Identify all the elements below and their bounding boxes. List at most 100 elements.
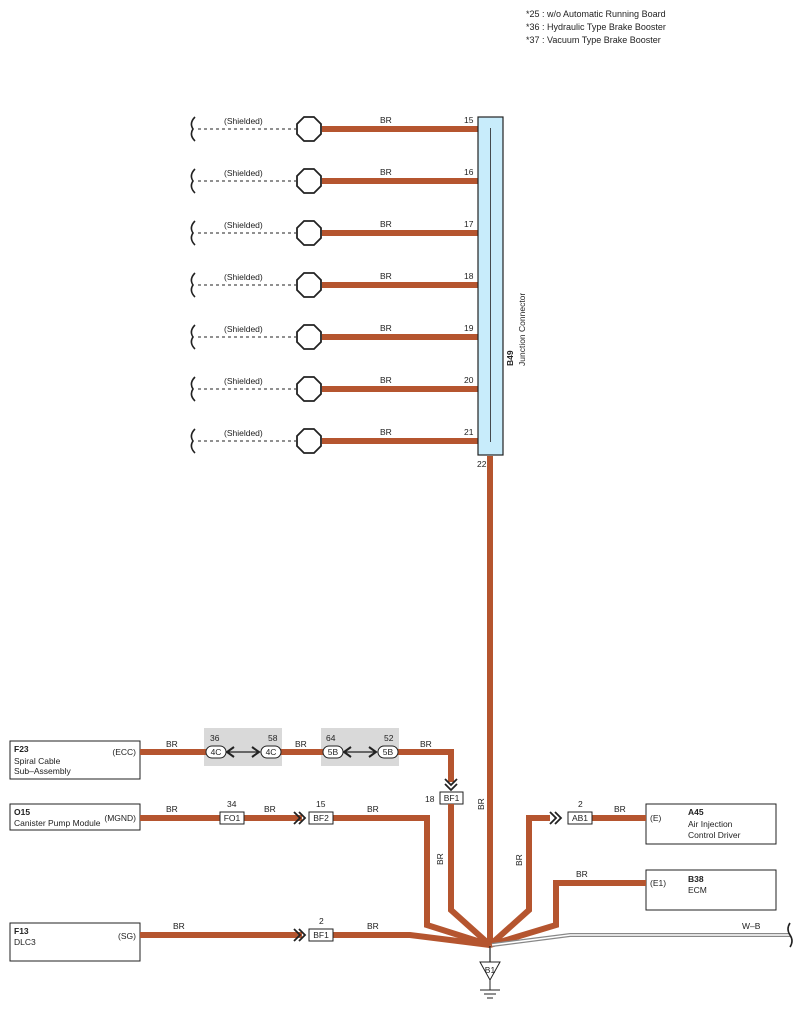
b38-circuit: BR bbox=[489, 869, 646, 948]
shielded-label: (Shielded) bbox=[224, 428, 263, 438]
svg-text:(MGND): (MGND) bbox=[104, 813, 136, 823]
svg-text:BR: BR bbox=[166, 804, 178, 814]
connector-4c-right bbox=[260, 745, 282, 759]
svg-text:BR: BR bbox=[514, 854, 524, 866]
svg-text:W–B: W–B bbox=[742, 921, 761, 931]
junction-pin: 20 bbox=[464, 375, 474, 385]
shielded-label: (Shielded) bbox=[224, 376, 263, 386]
svg-text:58: 58 bbox=[268, 733, 278, 743]
junction-pin: 17 bbox=[464, 219, 474, 229]
junction-pin: 19 bbox=[464, 323, 474, 333]
component-b38: (E1) B38 ECM bbox=[645, 869, 777, 911]
svg-text:(E1): (E1) bbox=[650, 878, 666, 888]
f23-circuit: 4C 4C 5B 5B 36 58 64 52 BR BR BR BF1 18 … bbox=[140, 728, 493, 948]
junction-name: Junction Connector bbox=[517, 293, 527, 366]
svg-text:BR: BR bbox=[576, 869, 588, 879]
shielded-row: (Shielded) BR 18 bbox=[190, 271, 493, 298]
svg-text:O15: O15 bbox=[14, 807, 30, 817]
svg-text:A45: A45 bbox=[688, 807, 704, 817]
shielded-row: (Shielded) BR 16 bbox=[190, 167, 493, 194]
shielded-label: (Shielded) bbox=[224, 324, 263, 334]
wire-color-label: BR bbox=[380, 167, 392, 177]
svg-text:BR: BR bbox=[173, 921, 185, 931]
svg-text:Air Injection: Air Injection bbox=[688, 819, 733, 829]
component-a45: (E) A45 Air Injection Control Driver bbox=[645, 803, 777, 845]
shielded-row: (Shielded) BR 15 bbox=[190, 115, 491, 142]
svg-text:5B: 5B bbox=[328, 747, 339, 757]
shielded-row: (Shielded) BR 19 bbox=[190, 323, 493, 350]
svg-text:BR: BR bbox=[435, 853, 445, 865]
svg-text:4C: 4C bbox=[266, 747, 277, 757]
shielded-rows: (Shielded) BR 15 (Shielded) BR 16 (Shielded) BR… bbox=[190, 115, 493, 454]
a45-circuit: AB1 2 BR BR bbox=[487, 799, 646, 948]
wire-color-label: BR bbox=[380, 219, 392, 229]
svg-text:BR: BR bbox=[295, 739, 307, 749]
wb-wire: W–B bbox=[491, 921, 793, 948]
wire-color-label: BR bbox=[380, 271, 392, 281]
shield-ground-octagon bbox=[296, 428, 322, 454]
svg-text:36: 36 bbox=[210, 733, 220, 743]
shield-ground-octagon bbox=[296, 324, 322, 350]
shielded-label: (Shielded) bbox=[224, 116, 263, 126]
svg-text:FO1: FO1 bbox=[224, 813, 241, 823]
svg-text:(SG): (SG) bbox=[118, 931, 136, 941]
notes: *25 : w/o Automatic Running Board *36 : … bbox=[526, 9, 666, 45]
f13-circuit: BF1 2 BR BR bbox=[140, 916, 491, 948]
junction-id: B49 bbox=[505, 350, 515, 366]
shielded-label: (Shielded) bbox=[224, 272, 263, 282]
svg-text:DLC3: DLC3 bbox=[14, 937, 36, 947]
o15-circuit: FO1 34 BF2 15 BR BR BR bbox=[140, 799, 491, 948]
shielded-row: (Shielded) BR 20 bbox=[190, 375, 493, 402]
svg-text:F23: F23 bbox=[14, 744, 29, 754]
svg-text:2: 2 bbox=[319, 916, 324, 926]
connector-bf2 bbox=[308, 811, 334, 825]
wire-break-symbol bbox=[190, 376, 196, 402]
junction-pin: 21 bbox=[464, 427, 474, 437]
wire-color-label: BR bbox=[380, 115, 392, 125]
trunk-wire-label: BR bbox=[476, 798, 486, 810]
svg-text:2: 2 bbox=[578, 799, 583, 809]
svg-text:BF1: BF1 bbox=[444, 793, 460, 803]
svg-text:ECM: ECM bbox=[688, 885, 707, 895]
wire-break-symbol bbox=[190, 324, 196, 350]
connector-fo1 bbox=[219, 811, 245, 825]
svg-text:15: 15 bbox=[316, 799, 326, 809]
svg-text:BF1: BF1 bbox=[313, 930, 329, 940]
wire-color-label: BR bbox=[380, 375, 392, 385]
wire-color-label: BR bbox=[380, 427, 392, 437]
svg-text:BR: BR bbox=[614, 804, 626, 814]
svg-text:BR: BR bbox=[420, 739, 432, 749]
wire-break-symbol bbox=[190, 168, 196, 194]
svg-text:52: 52 bbox=[384, 733, 394, 743]
junction-pin: 18 bbox=[464, 271, 474, 281]
shield-ground-octagon bbox=[296, 168, 322, 194]
svg-text:Control Driver: Control Driver bbox=[688, 830, 741, 840]
junction-pin: 16 bbox=[464, 167, 474, 177]
junction-pin: 15 bbox=[464, 115, 474, 125]
connector-5b-left bbox=[322, 745, 344, 759]
note-36: *36 : Hydraulic Type Brake Booster bbox=[526, 22, 666, 32]
svg-text:18: 18 bbox=[425, 794, 435, 804]
svg-text:B1: B1 bbox=[485, 965, 496, 975]
svg-text:(E): (E) bbox=[650, 813, 662, 823]
component-f13: F13 DLC3 (SG) bbox=[9, 922, 141, 962]
junction-pin-22: 22 bbox=[477, 459, 487, 469]
svg-text:Sub–Assembly: Sub–Assembly bbox=[14, 766, 71, 776]
wire-color-label: BR bbox=[380, 323, 392, 333]
connector-5b-right bbox=[377, 745, 399, 759]
shield-ground-octagon bbox=[296, 220, 322, 246]
shielded-label: (Shielded) bbox=[224, 168, 263, 178]
shield-ground-octagon bbox=[296, 116, 322, 142]
connector-ab1 bbox=[567, 811, 593, 825]
shielded-row: (Shielded) BR 21 bbox=[190, 427, 493, 454]
connector-bf1-bottom bbox=[308, 928, 334, 942]
svg-text:BR: BR bbox=[367, 804, 379, 814]
svg-text:64: 64 bbox=[326, 733, 336, 743]
svg-text:BR: BR bbox=[166, 739, 178, 749]
svg-text:4C: 4C bbox=[211, 747, 222, 757]
wire-break-symbol bbox=[190, 220, 196, 246]
component-o15: O15 Canister Pump Module (MGND) bbox=[9, 803, 141, 831]
shielded-label: (Shielded) bbox=[224, 220, 263, 230]
svg-text:Canister Pump Module: Canister Pump Module bbox=[14, 818, 101, 828]
